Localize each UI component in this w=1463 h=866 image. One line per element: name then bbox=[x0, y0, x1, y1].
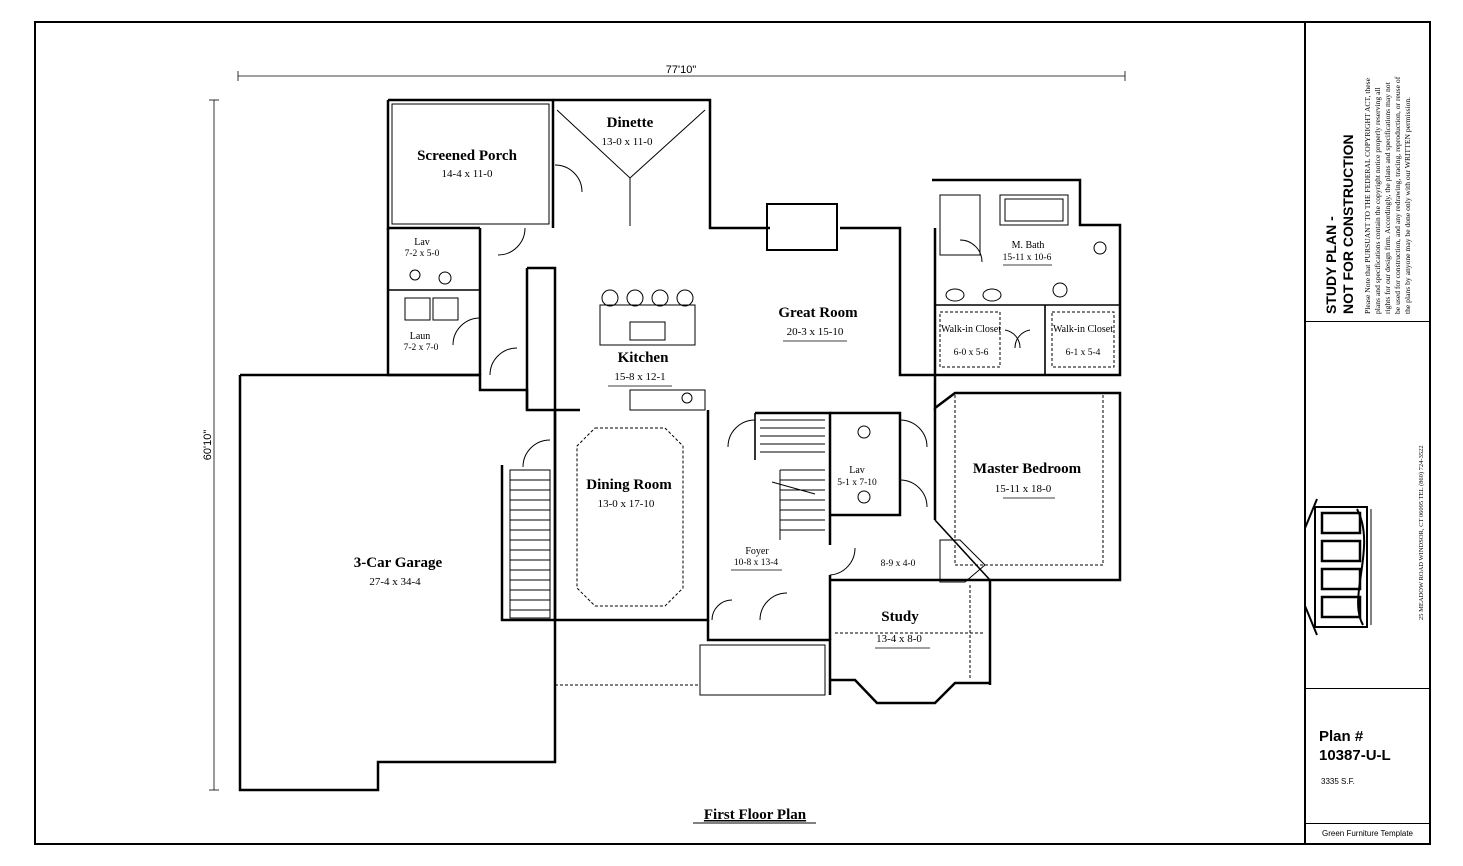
room-name-walk-in-closet-1: Walk-in Closet bbox=[941, 324, 1001, 335]
room-size-walk-in-closet-2: 6-1 x 5-4 bbox=[1066, 348, 1101, 358]
room-size-lav-2: 5-1 x 7-10 bbox=[837, 478, 877, 488]
plan-number-label: Plan # bbox=[1319, 728, 1364, 745]
dimension-lines bbox=[209, 71, 1126, 791]
room-name-kitchen: Kitchen bbox=[618, 350, 669, 366]
room-name-great-room: Great Room bbox=[778, 305, 858, 321]
room-name-dinette: Dinette bbox=[607, 115, 654, 131]
room-name-garage: 3-Car Garage bbox=[354, 555, 443, 571]
room-name-master-bedroom: Master Bedroom bbox=[973, 461, 1082, 477]
room-size-kitchen: 15-8 x 12-1 bbox=[614, 371, 665, 383]
room-name-master-bath: M. Bath bbox=[1012, 240, 1045, 251]
drawing-title: First Floor Plan bbox=[704, 807, 807, 823]
room-name-foyer: Foyer bbox=[745, 546, 769, 557]
label-underlines bbox=[608, 264, 1055, 649]
room-name-lav-2: Lav bbox=[849, 465, 865, 476]
room-size-garage: 27-4 x 34-4 bbox=[369, 576, 421, 588]
walls bbox=[238, 98, 1122, 792]
study-plan-line-1: STUDY PLAN - bbox=[1323, 216, 1339, 314]
room-name-study: Study bbox=[881, 609, 919, 625]
room-size-lav-1: 7-2 x 5-0 bbox=[405, 249, 440, 259]
title-block: STUDY PLAN - NOT FOR CONSTRUCTION Please… bbox=[1305, 22, 1430, 844]
room-labels: Screened Porch 14-4 x 11-0 Dinette 13-0 … bbox=[354, 115, 1113, 645]
overall-width-dimension: 77'10" bbox=[666, 64, 697, 76]
plan-number: Plan # 10387-U-L bbox=[1319, 727, 1391, 765]
company-address: 25 MEADOW ROAD WINDSOR, CT 06095 TEL (86… bbox=[1418, 445, 1425, 620]
room-size-master-bedroom: 15-11 x 18-0 bbox=[995, 483, 1052, 495]
room-name-dining-room: Dining Room bbox=[586, 477, 672, 493]
room-name-lav-1: Lav bbox=[414, 237, 430, 248]
room-size-laundry: 7-2 x 7-0 bbox=[404, 343, 439, 353]
plan-number-value: 10387-U-L bbox=[1319, 747, 1391, 764]
room-size-great-room: 20-3 x 15-10 bbox=[787, 326, 844, 338]
company-logo-panel: 25 MEADOW ROAD WINDSOR, CT 06095 TEL (86… bbox=[1305, 322, 1430, 689]
company-logo bbox=[1305, 498, 1372, 636]
study-plan-line-2: NOT FOR CONSTRUCTION bbox=[1340, 134, 1356, 314]
template-label: Green Furniture Template bbox=[1321, 829, 1413, 838]
overall-depth-dimension: 60'10" bbox=[202, 430, 214, 461]
room-size-master-bath: 15-11 x 10-6 bbox=[1003, 253, 1052, 263]
fixtures bbox=[391, 103, 1115, 696]
square-footage: 3335 S.F. bbox=[1321, 777, 1355, 786]
room-size-walk-in-closet-1: 6-0 x 5-6 bbox=[954, 348, 989, 358]
room-size-screened-porch: 14-4 x 11-0 bbox=[442, 168, 493, 180]
room-size-dinette: 13-0 x 11-0 bbox=[602, 136, 653, 148]
plan-number-panel: Plan # 10387-U-L 3335 S.F. bbox=[1305, 689, 1430, 824]
template-panel: Green Furniture Template bbox=[1305, 824, 1430, 844]
room-name-screened-porch: Screened Porch bbox=[417, 148, 518, 164]
study-plan-notice: STUDY PLAN - NOT FOR CONSTRUCTION Please… bbox=[1305, 22, 1430, 322]
room-size-dining-room: 13-0 x 17-10 bbox=[598, 498, 655, 510]
room-size-foyer: 10-8 x 13-4 bbox=[734, 558, 779, 568]
room-name-laundry: Laun bbox=[410, 331, 431, 342]
study-plan-heading: STUDY PLAN - NOT FOR CONSTRUCTION bbox=[1323, 134, 1357, 314]
copyright-note: Please Note that PURSUANT TO THE FEDERAL… bbox=[1363, 76, 1412, 314]
sheet-border bbox=[34, 21, 1431, 845]
room-size-study: 13-4 x 8-0 bbox=[876, 633, 922, 645]
room-size-hall-closet: 8-9 x 4-0 bbox=[881, 559, 916, 569]
room-name-walk-in-closet-2: Walk-in Closet bbox=[1053, 324, 1113, 335]
